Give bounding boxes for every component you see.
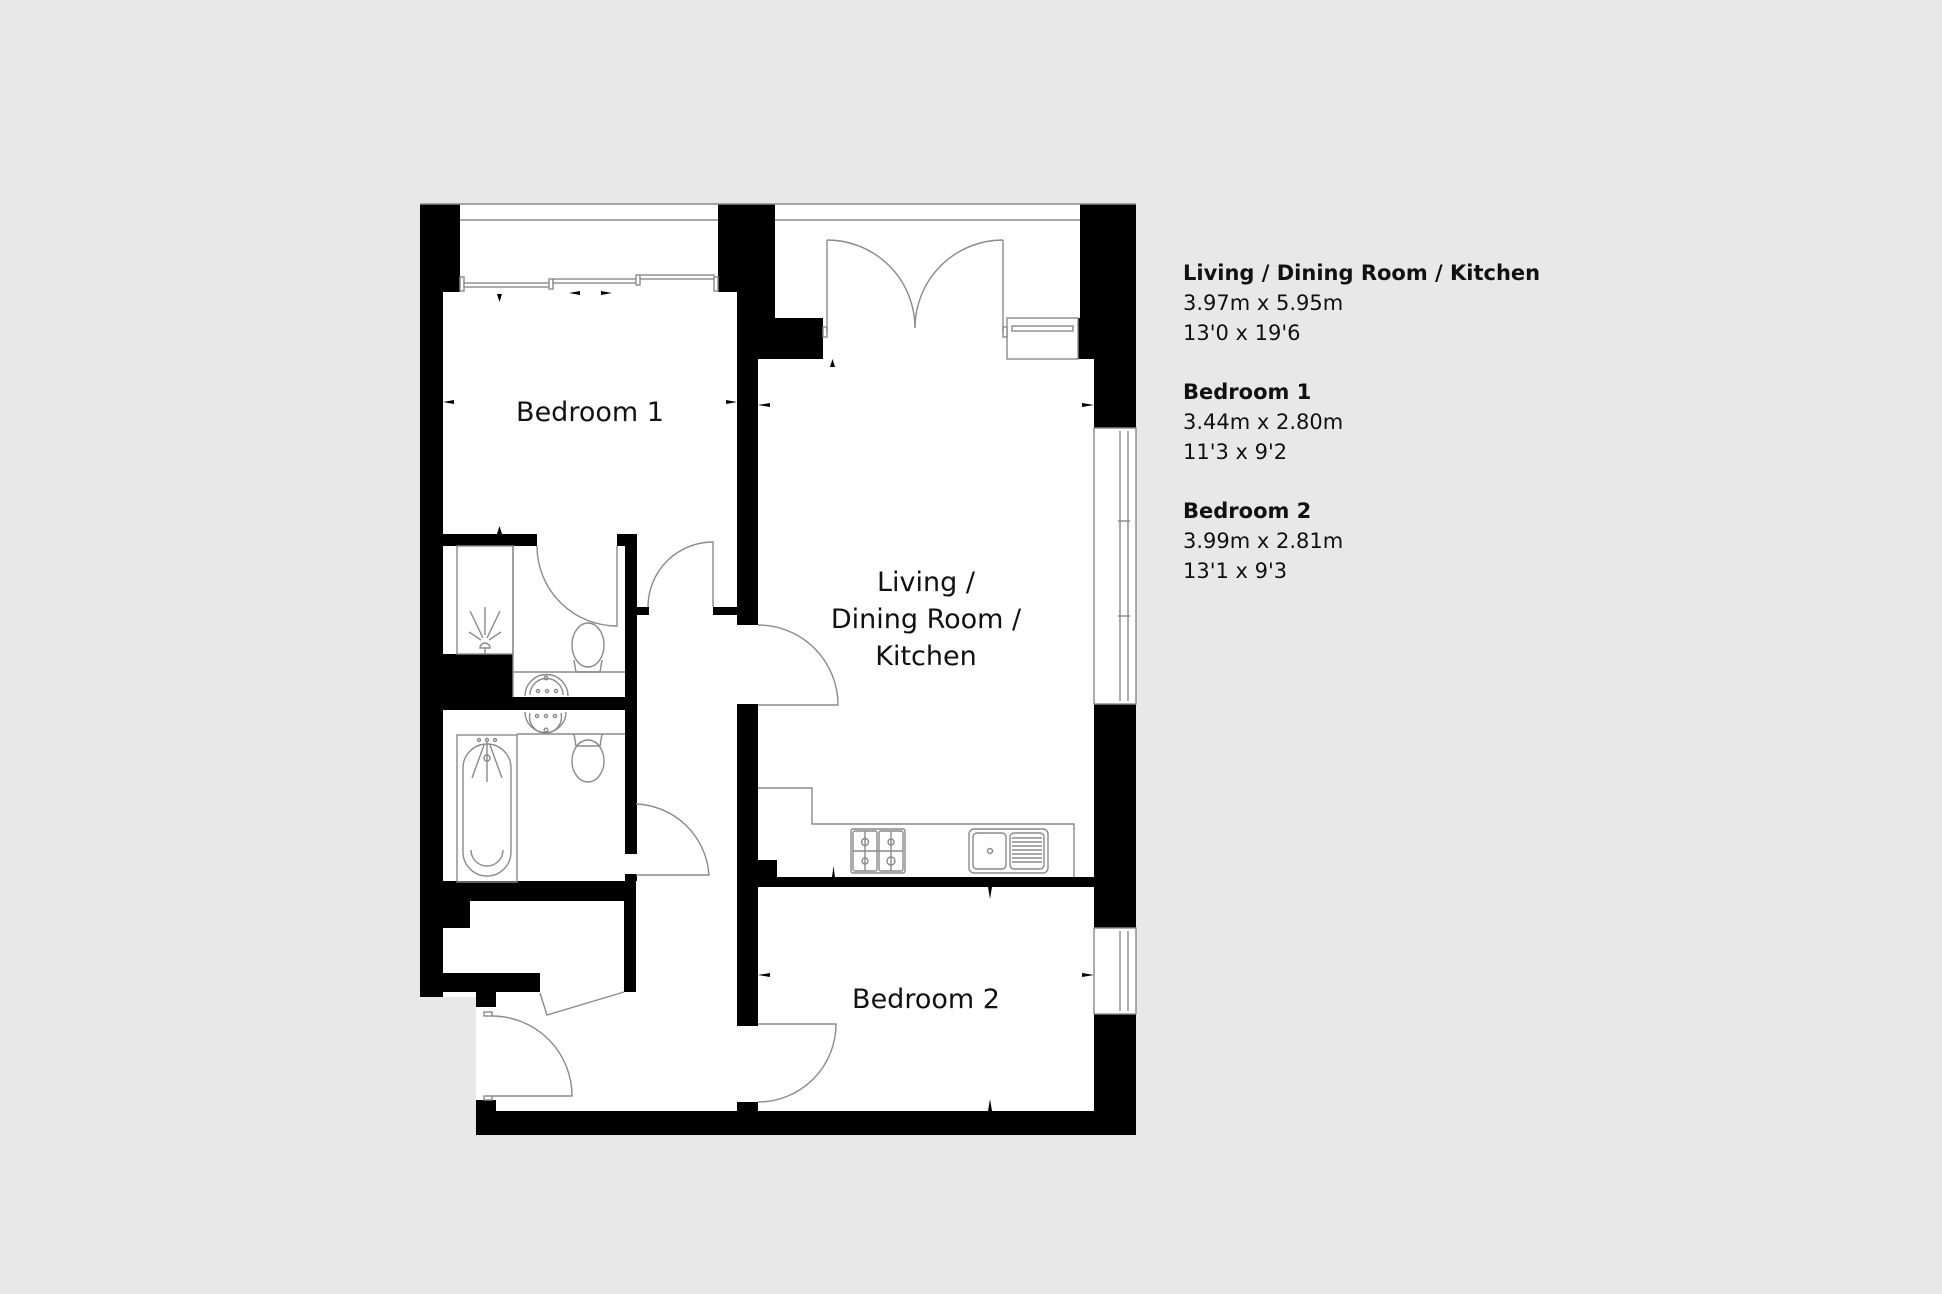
legend-title: Bedroom 1	[1183, 380, 1312, 404]
balcony-and-windows	[420, 203, 1137, 1015]
room-label-bedroom-1: Bedroom 1	[470, 394, 710, 431]
walls	[420, 204, 1136, 1135]
dimension-markers	[443, 291, 1094, 1111]
entrance-door-icon	[483, 1011, 573, 1101]
door-swing-icon	[757, 1023, 837, 1103]
legend-entry-living: Living / Dining Room / Kitchen 3.97m x 5…	[1183, 258, 1540, 348]
room-label-living-dining-kitchen: Living / Dining Room / Kitchen	[776, 564, 1076, 675]
legend-title: Bedroom 2	[1183, 499, 1312, 523]
legend-metric: 3.99m x 2.81m	[1183, 529, 1344, 553]
room-label-line: Dining Room /	[830, 604, 1022, 635]
legend-metric: 3.44m x 2.80m	[1183, 410, 1344, 434]
basin-icon	[524, 673, 569, 697]
sink-icon	[968, 828, 1049, 874]
door-swing-icon	[647, 541, 714, 608]
bathroom-fixtures	[456, 545, 625, 883]
legend-metric: 3.97m x 5.95m	[1183, 291, 1344, 315]
room-label-line: Bedroom 2	[852, 984, 1000, 1015]
legend-entry-bedroom-1: Bedroom 1 3.44m x 2.80m 11'3 x 9'2	[1183, 377, 1540, 467]
hob-icon	[850, 828, 906, 874]
basin-icon	[524, 711, 567, 734]
kitchen-units	[758, 787, 1075, 877]
legend-imperial: 13'1 x 9'3	[1183, 559, 1288, 583]
door-swing-icon	[539, 991, 625, 1016]
legend-title: Living / Dining Room / Kitchen	[1183, 261, 1541, 285]
toilet-icon	[571, 622, 605, 673]
room-dimensions-legend: Living / Dining Room / Kitchen 3.97m x 5…	[1183, 258, 1540, 615]
room-label-bedroom-2: Bedroom 2	[806, 981, 1046, 1018]
bath-icon	[456, 734, 518, 883]
legend-entry-bedroom-2: Bedroom 2 3.99m x 2.81m 13'1 x 9'3	[1183, 496, 1540, 586]
room-label-line: Bedroom 1	[516, 397, 664, 428]
legend-imperial: 11'3 x 9'2	[1183, 440, 1288, 464]
doors	[483, 239, 1008, 1103]
room-label-line: Kitchen	[875, 641, 977, 672]
room-label-line: Living /	[877, 567, 975, 598]
toilet-icon	[571, 733, 605, 783]
door-swing-icon	[635, 803, 710, 876]
door-swing-icon	[536, 545, 618, 627]
double-door-icon	[822, 239, 1008, 338]
legend-imperial: 13'0 x 19'6	[1183, 321, 1301, 345]
door-swing-icon	[757, 624, 839, 706]
